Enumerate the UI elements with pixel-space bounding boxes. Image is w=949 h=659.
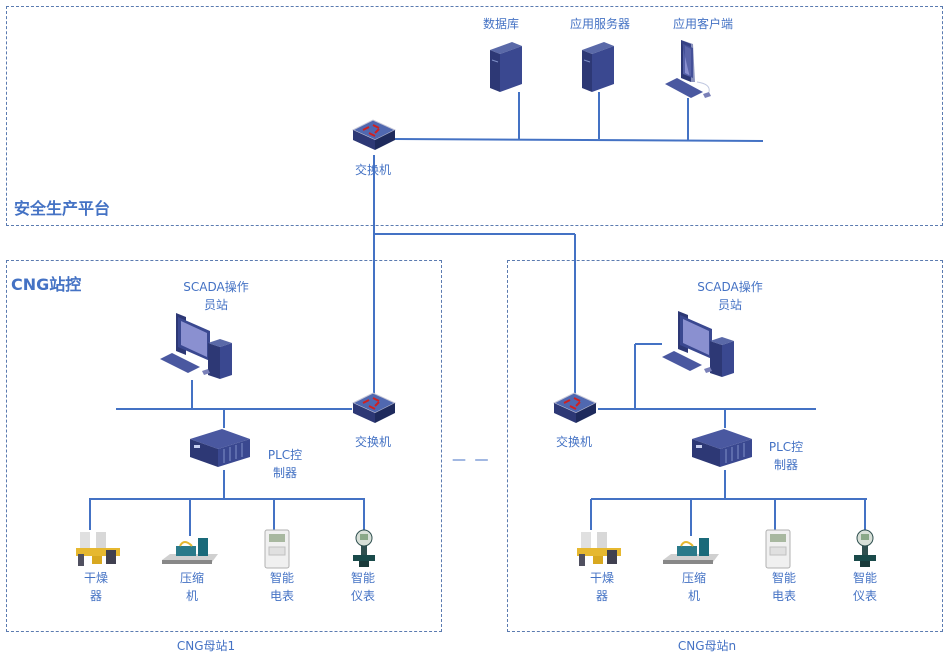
s1-station-name: CNG母站1 xyxy=(176,639,236,653)
s1-switch-label: 交换机 xyxy=(354,435,391,449)
s1-smart-meter-label-line1: 智能 xyxy=(269,571,294,585)
sn-dryer-label-line1: 干燥 xyxy=(589,571,614,585)
sn-compressor-label-line1: 压缩 xyxy=(681,571,706,585)
s1-smart-instrument-icon[interactable] xyxy=(351,529,377,569)
sn-smart-meter-label-line1: 智能 xyxy=(771,571,796,585)
database-server-icon[interactable] xyxy=(486,40,526,92)
s1-smart-meter-label-line2: 电表 xyxy=(269,589,294,603)
platform-bus xyxy=(394,138,764,142)
s1-scada-label: SCADA操作 员站 xyxy=(176,278,256,314)
sn-scada-label: SCADA操作 员站 xyxy=(690,278,770,314)
sn-scada-label-line2: 员站 xyxy=(717,298,742,312)
sn-plc-controller-icon[interactable] xyxy=(690,429,754,469)
sn-smart-meter-label: 智能 电表 xyxy=(764,569,804,605)
app-client-label: 应用客户端 xyxy=(672,17,733,31)
s1-plc-controller-icon[interactable] xyxy=(188,429,252,469)
s1-compressor-label: 压缩 机 xyxy=(172,569,212,605)
sn-switch-icon[interactable] xyxy=(552,391,598,425)
s1-smart-instrument-label: 智能 仪表 xyxy=(343,569,383,605)
s1-switch-icon[interactable] xyxy=(351,391,397,425)
s1-compressor-label-line2: 机 xyxy=(185,589,198,603)
app-server-label: 应用服务器 xyxy=(569,17,630,31)
sn-smart-instrument-label: 智能 仪表 xyxy=(845,569,885,605)
sn-smart-meter-icon[interactable] xyxy=(765,529,791,569)
sn-station-name: CNG母站n xyxy=(677,639,737,653)
station-1-zone xyxy=(6,260,442,632)
sn-dryer-label: 干燥 器 xyxy=(582,569,622,605)
s1-scada-label-line2: 员站 xyxy=(203,298,228,312)
sn-compressor-label-line2: 机 xyxy=(687,589,700,603)
station-control-title: CNG站控 xyxy=(11,275,82,294)
platform-switch-icon[interactable] xyxy=(351,118,397,152)
sn-dryer-label-line2: 器 xyxy=(595,589,608,603)
database-label: 数据库 xyxy=(482,17,519,31)
platform-title: 安全生产平台 xyxy=(14,199,111,218)
s1-plc-label-line2: 制器 xyxy=(272,466,297,480)
s1-smart-instrument-label-line2: 仪表 xyxy=(350,589,375,603)
s1-smart-instrument-label-line1: 智能 xyxy=(350,571,375,585)
sn-plc-label-line1: PLC控 xyxy=(768,440,804,454)
sn-plc-label-line2: 制器 xyxy=(773,458,798,472)
s1-dryer-label: 干燥 器 xyxy=(76,569,116,605)
s1-compressor-icon[interactable] xyxy=(162,536,218,566)
sn-smart-instrument-icon[interactable] xyxy=(852,529,878,569)
s1-smart-meter-label: 智能 电表 xyxy=(262,569,302,605)
s1-dryer-icon[interactable] xyxy=(74,530,124,568)
s1-dryer-label-line1: 干燥 xyxy=(83,571,108,585)
sn-plc-label: PLC控 制器 xyxy=(763,438,809,474)
sn-compressor-label: 压缩 机 xyxy=(674,569,714,605)
platform-zone xyxy=(6,6,943,226)
sn-smart-meter-label-line2: 电表 xyxy=(771,589,796,603)
s1-plc-label-line1: PLC控 xyxy=(267,448,303,462)
sn-smart-instrument-label-line1: 智能 xyxy=(852,571,877,585)
app-client-workstation-icon[interactable] xyxy=(663,40,723,102)
sn-switch-label: 交换机 xyxy=(555,435,592,449)
stations-ellipsis: — — xyxy=(452,452,491,468)
app-server-icon[interactable] xyxy=(578,40,618,92)
s1-plc-label: PLC控 制器 xyxy=(262,446,308,482)
s1-smart-meter-icon[interactable] xyxy=(264,529,290,569)
s1-compressor-label-line1: 压缩 xyxy=(179,571,204,585)
s1-scada-workstation-icon[interactable] xyxy=(160,313,240,381)
s1-scada-label-line1: SCADA操作 xyxy=(183,280,249,294)
sn-scada-workstation-icon[interactable] xyxy=(662,311,742,379)
platform-switch-label: 交换机 xyxy=(354,163,391,177)
s1-dryer-label-line2: 器 xyxy=(89,589,102,603)
sn-compressor-icon[interactable] xyxy=(663,536,719,566)
sn-dryer-icon[interactable] xyxy=(575,530,625,568)
station-n-zone xyxy=(507,260,943,632)
sn-scada-label-line1: SCADA操作 xyxy=(697,280,763,294)
sn-smart-instrument-label-line2: 仪表 xyxy=(852,589,877,603)
